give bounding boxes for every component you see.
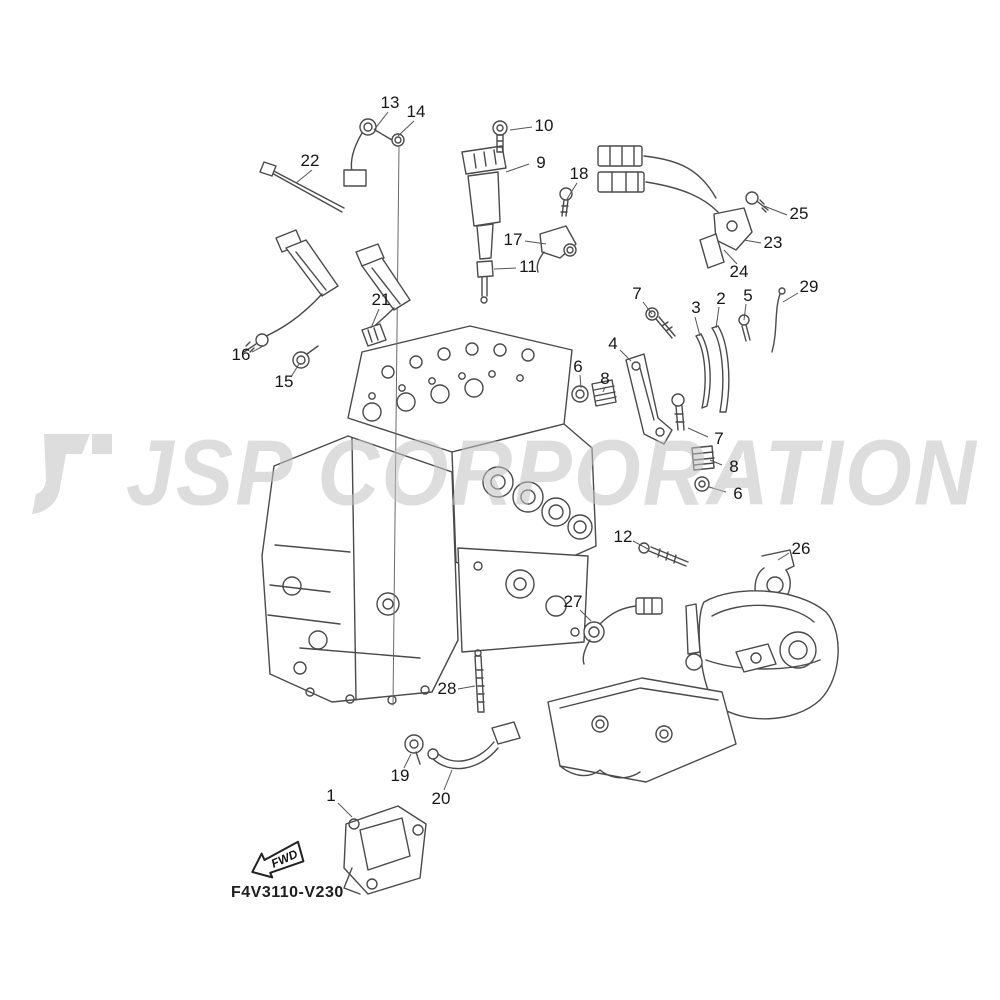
leader-lines bbox=[251, 111, 799, 818]
stud-28-drawing bbox=[474, 649, 485, 713]
sender-19-drawing bbox=[404, 721, 521, 770]
intake-manifold-drawing bbox=[451, 423, 597, 589]
harness-drawing bbox=[597, 145, 769, 269]
plug-lead-drawings bbox=[243, 229, 411, 369]
bolt-12-drawing bbox=[638, 542, 689, 567]
exhaust-assembly-drawing bbox=[547, 590, 839, 783]
bracket-group-drawing bbox=[571, 287, 786, 492]
fwd-arrow: FWD bbox=[251, 840, 305, 879]
crankcase-drawing bbox=[261, 435, 459, 705]
diagram-code: F4V3110-V230 bbox=[231, 884, 344, 901]
ignition-coil-drawing bbox=[461, 120, 508, 304]
electrical-unit-drawing bbox=[343, 805, 427, 895]
lower-housing-drawing bbox=[457, 547, 589, 653]
sensor-13-drawing bbox=[259, 118, 405, 706]
cylinder-head-drawing bbox=[347, 325, 573, 453]
sensor-17-drawing bbox=[536, 187, 577, 273]
sensor-27-drawing bbox=[582, 597, 663, 665]
